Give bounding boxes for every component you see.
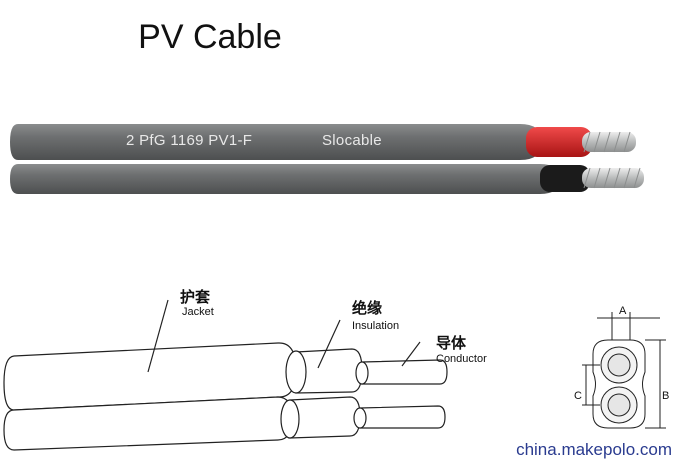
cross-section [582,312,666,429]
jacket-label-en: Jacket [182,306,214,318]
lower-jacket [10,164,560,194]
upper-jacket [10,124,542,160]
page-title: PV Cable [138,18,282,56]
dimension-c-label: C [574,390,582,402]
watermark: china.makepolo.com [516,440,672,459]
dimension-b-label: B [662,390,670,402]
cable-line-drawing [3,299,448,451]
dimension-a-label: A [619,305,627,317]
conductor-label-zh: 导体 [436,335,467,352]
red-core [526,127,592,157]
insulation-label-zh: 绝缘 [352,300,383,317]
conductor-label-en: Conductor [436,353,487,365]
cable-photo [10,124,644,194]
black-core [540,165,590,192]
insulation-label-en: Insulation [352,320,400,332]
cable-print-brand: Slocable [322,132,382,149]
jacket-label-zh: 护套 [180,289,211,306]
cable-print-code: 2 PfG 1169 PV1-F [126,132,253,149]
